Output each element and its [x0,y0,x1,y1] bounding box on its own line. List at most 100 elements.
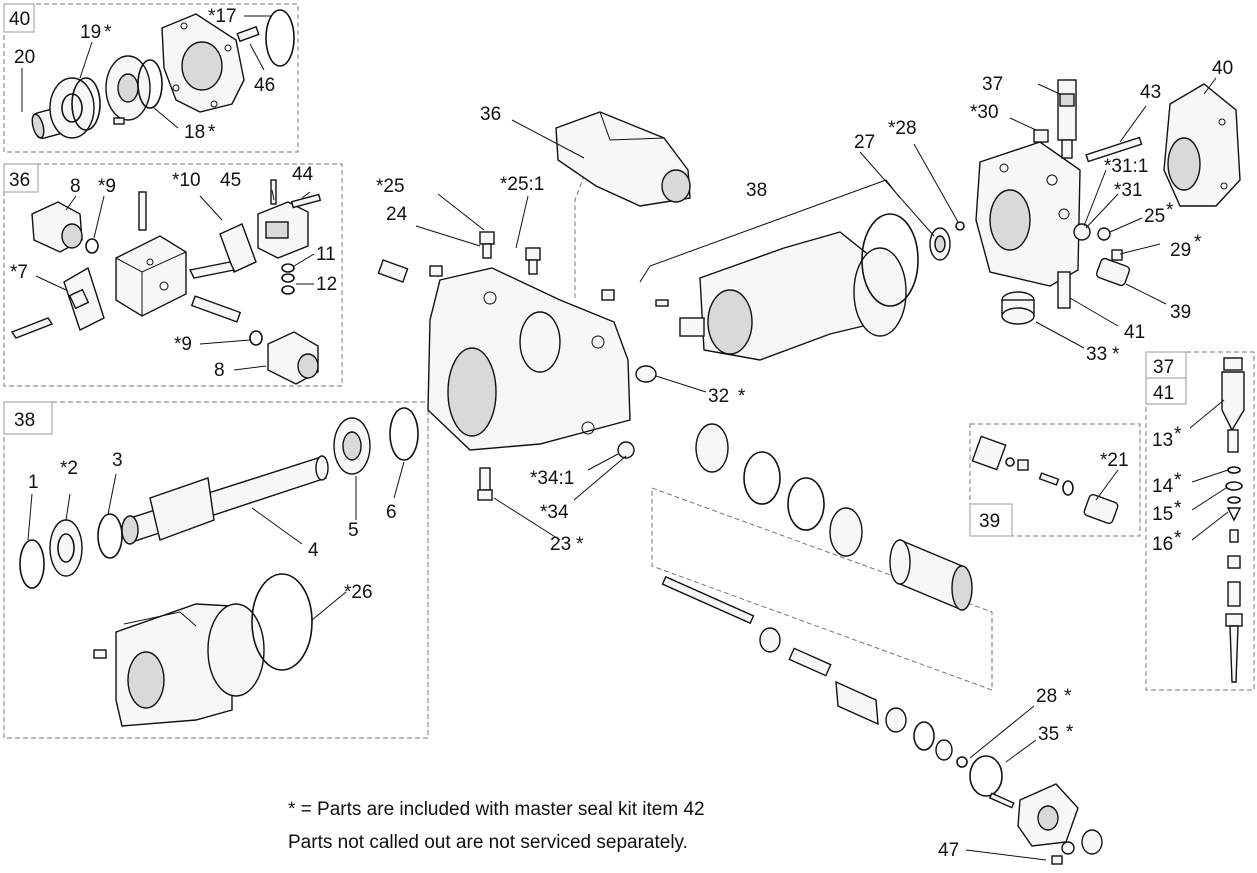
callout-29: 29 [1170,240,1191,261]
group-label-top-left: 40 [9,9,30,30]
group-box-mid-left: 36 [3,163,343,387]
set-screw-b [429,265,443,277]
drive-shaft-4 [121,455,329,545]
callout-23-star: * [576,534,584,555]
cover-flange-40b [1163,83,1241,207]
callout-19: 19 [80,22,101,43]
callout-45: 45 [220,170,241,191]
set-screw-a [377,259,409,283]
callout-7: *7 [10,262,28,283]
callout-13: 13 [1152,430,1173,451]
callout-19-star: * [104,22,112,43]
callout-9-top: *9 [98,176,116,197]
plug-34 [617,441,635,459]
callout-1: 1 [28,472,39,493]
spool [190,295,242,323]
callout-34-1: *34:1 [530,468,574,489]
callout-30: *30 [970,102,999,123]
gasket-7 [63,266,105,331]
group-box-lower-left: 38 [3,401,429,739]
callout-24: 24 [386,204,408,225]
callout-15-star: * [1174,498,1182,519]
callout-33: 33 [1086,344,1107,365]
cover-block-45 [257,201,309,259]
plug-30 [1033,129,1049,143]
callout-27: 27 [854,132,875,153]
callout-43: 43 [1140,82,1161,103]
valve-block-36 [115,235,187,317]
plug-23 [477,467,493,501]
bearing-5 [333,417,371,475]
callout-41: 41 [1124,322,1145,343]
callout-12: 12 [316,274,337,295]
callout-35: 35 [1038,724,1059,745]
callout-26: *26 [344,582,373,603]
compensator-37 [1057,79,1077,159]
group-label-lower-left: 38 [14,410,35,431]
callout-10: *10 [172,170,201,191]
callout-16-star: * [1174,528,1182,549]
plug-25-1 [525,247,541,275]
callout-20: 20 [14,47,35,68]
callout-36: 36 [480,104,501,125]
solenoid-8b [267,331,319,385]
end-cap-41 [975,141,1081,287]
leader-lines [21,15,1229,861]
lever-7 [10,317,54,339]
end-cover-47 [1017,783,1103,865]
oring-9a [85,238,99,254]
group-box-valve: 39 [969,423,1141,537]
callout-31-1: *31:1 [1104,156,1148,177]
callout-11: 11 [316,244,336,265]
callout-6: 6 [386,502,397,523]
callout-14: 14 [1152,476,1174,497]
seal-disc-19 [49,77,101,139]
callout-34: *34 [540,502,569,523]
oring-38 [861,213,919,307]
cap-33 [1001,291,1035,325]
plug-24 [479,231,495,259]
callout-18-star: * [208,122,216,143]
callout-labels: 20 19 * *17 46 18 * 8 *9 *10 45 44 11 12… [10,6,1233,861]
stem-41 [1057,271,1071,309]
group-box-top-left: 40 [3,3,299,153]
valve-parts-39 [971,435,1119,525]
callout-21: *21 [1100,450,1129,471]
washers-11-12 [281,263,295,295]
callout-2: *2 [60,458,78,479]
pin-38 [655,299,669,307]
snap-ring-1 [19,539,45,589]
callout-4: 4 [308,540,319,561]
set-screw-c [601,289,615,301]
snap-ring-6 [389,407,419,461]
callout-46: 46 [254,75,275,96]
callout-40: 40 [1212,58,1233,79]
callout-44: 44 [292,164,314,185]
bearing-27 [929,227,951,261]
oring-9b [249,330,263,346]
group-label-right-b: 41 [1153,383,1174,404]
stem-10 [138,191,147,231]
group-label-mid-left: 36 [9,170,30,191]
callout-16: 16 [1152,534,1173,555]
callout-8-bottom: 8 [214,360,225,381]
plug-25 [1097,227,1111,241]
callout-8-top: 8 [70,176,81,197]
callout-15: 15 [1152,504,1173,525]
snap-ring-3 [97,513,123,559]
main-housing [427,267,631,451]
compensator-parts-stack [1221,357,1245,683]
callout-39: 39 [1170,302,1191,323]
callout-38: 38 [746,180,767,201]
oring-26 [251,573,313,671]
callout-29-star: * [1194,232,1202,253]
bolt-46 [236,25,260,43]
note-not-serviced: Parts not called out are not serviced se… [288,832,688,853]
plug-32 [635,365,657,383]
callout-13-star: * [1174,424,1182,445]
screw-45 [270,179,277,205]
callout-28-bottom: 28 [1036,686,1057,707]
callout-35-star: * [1066,722,1074,743]
callout-33-star: * [1112,344,1120,365]
